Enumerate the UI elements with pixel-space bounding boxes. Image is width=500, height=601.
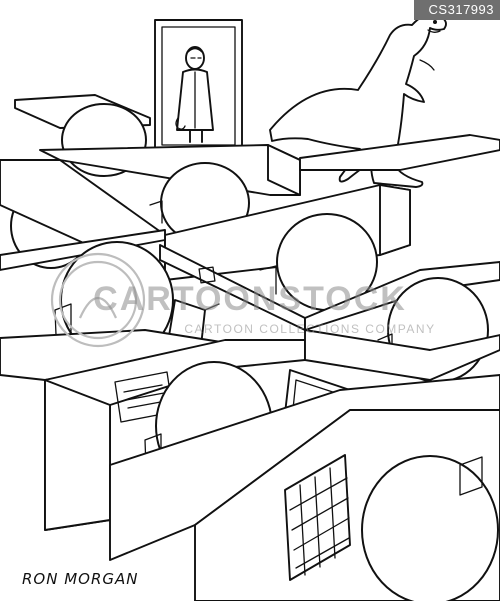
cubicle-front-right	[109, 374, 500, 601]
cartoon-id-badge: CS317993	[414, 0, 500, 20]
watermark-subtext: CARTOON COLLECTIONS COMPANY	[184, 322, 436, 336]
watermark-emblem	[50, 252, 146, 348]
watermark-text: CARTOONSTOCK	[93, 280, 407, 318]
artist-signature: RON MORGAN	[22, 570, 139, 588]
kangaroo	[269, 12, 447, 188]
boss-figure	[175, 46, 214, 143]
cubicle-row-middle	[0, 159, 411, 311]
cartoon-id-text: CS317993	[428, 2, 494, 17]
wall-calendar	[284, 454, 351, 581]
